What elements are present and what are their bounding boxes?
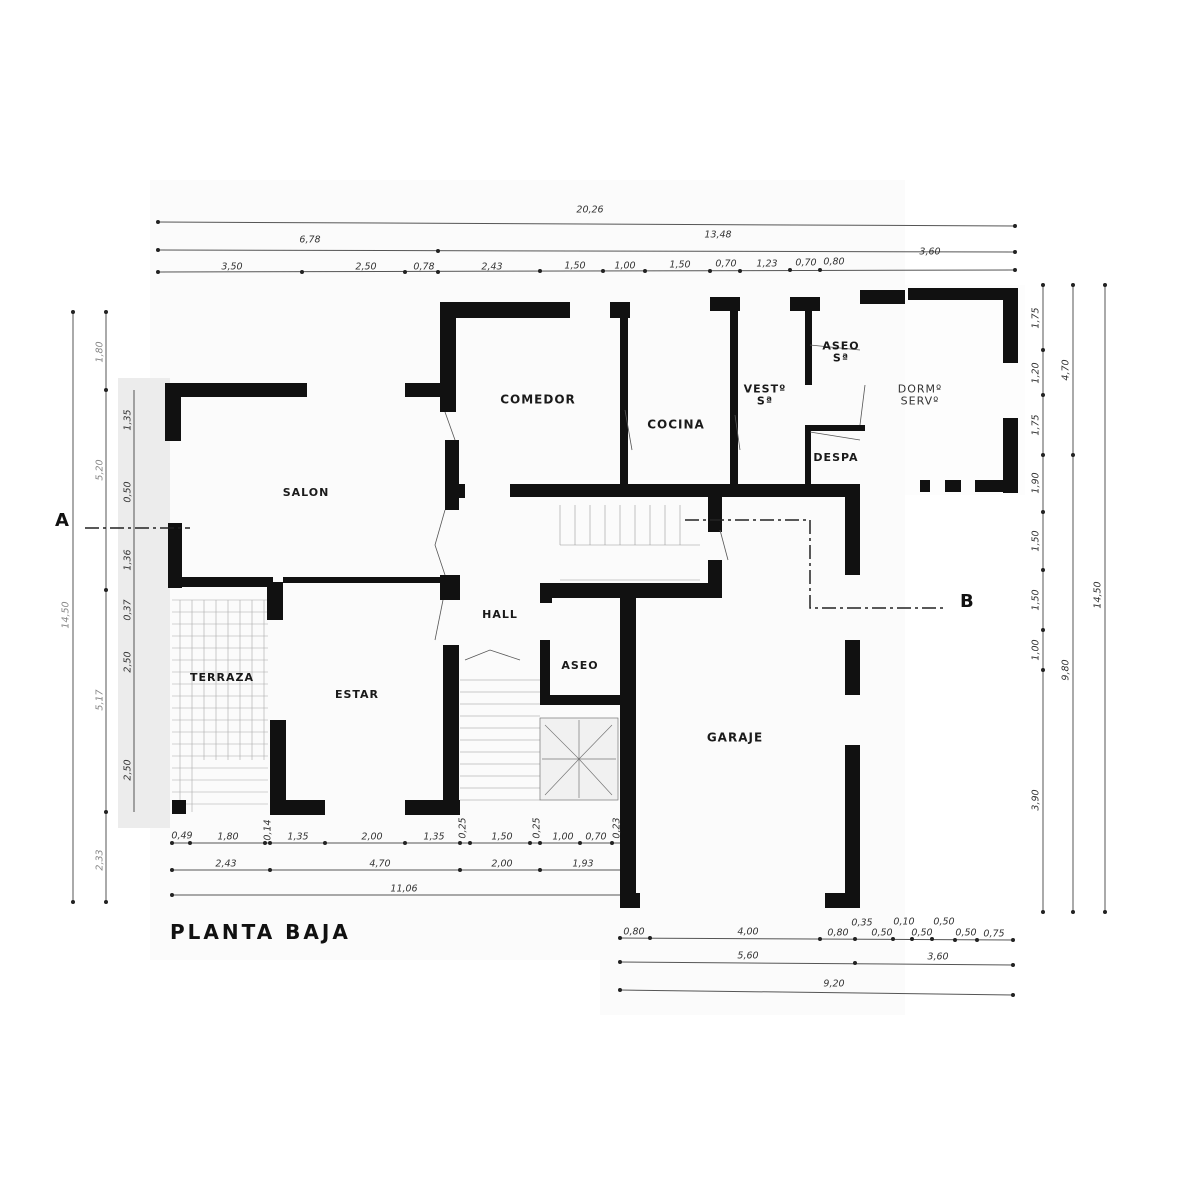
dim-bottom-right-row2: 5,60 <box>737 950 759 962</box>
dim-top-row3: 2,50 <box>355 261 377 273</box>
dim-bottom-left-row1: 1,35 <box>287 831 309 843</box>
room-label-cocina: COCINA <box>647 417 705 432</box>
dim-bottom-right-row1: 0,50 <box>955 927 977 939</box>
dim-left-inner: 1,36 <box>122 549 134 571</box>
dim-left-row2: 2,33 <box>94 849 106 871</box>
room-label-dormitorio-servicio: DORMº SERVº <box>897 382 943 407</box>
dim-top-row2: 13,48 <box>704 229 732 241</box>
dim-top-row3: 0,78 <box>413 261 435 273</box>
dim-right-row1: 3,90 <box>1030 789 1042 811</box>
section-marker-b: B <box>960 591 974 612</box>
dim-top-row2: 6,78 <box>299 234 321 246</box>
dim-bottom-left-row1: 1,35 <box>423 831 445 843</box>
dim-bottom-right-row1: 4,00 <box>737 926 759 938</box>
dim-left-inner: 1,35 <box>122 409 134 431</box>
dim-bottom-right-row1: 0,10 <box>893 916 915 928</box>
dim-top-row3: 0,70 <box>715 258 737 270</box>
dim-bottom-left-row1: 0,49 <box>171 830 193 842</box>
dim-bottom-left-row1: 2,00 <box>361 831 383 843</box>
dim-right-total: 14,50 <box>1092 581 1104 609</box>
dim-left-inner: 0,50 <box>122 481 134 503</box>
dim-bottom-right-row1: 0,75 <box>983 928 1005 940</box>
dim-right-row1: 1,50 <box>1030 530 1042 552</box>
dim-bottom-right-row1: 0,35 <box>851 917 873 929</box>
dim-bottom-left-row2: 2,43 <box>215 858 237 870</box>
dim-right-row2: 4,70 <box>1060 359 1072 381</box>
dim-bottom-left-row1: 0,23 <box>611 817 623 839</box>
room-label-garaje: GARAJE <box>706 730 764 745</box>
dim-right-row1: 1,75 <box>1030 307 1042 329</box>
dim-top-row3: 3,50 <box>221 261 243 273</box>
terrace-tile-hatch <box>172 599 268 812</box>
dim-top-row3: 0,70 <box>795 257 817 269</box>
drawing-sheet-left-strip <box>118 378 170 828</box>
dim-left-row2: 1,80 <box>94 341 106 363</box>
dim-left-row2: 5,17 <box>94 689 106 711</box>
section-cut-lines <box>85 519 945 609</box>
dim-bottom-right-row1: 0,80 <box>827 927 849 939</box>
drawing-sheet-bottom-right <box>600 905 905 1015</box>
dim-top-row3: 0,80 <box>823 256 845 268</box>
dim-bottom-right-row1: 0,80 <box>623 926 645 938</box>
dim-left-inner: 2,50 <box>122 651 134 673</box>
room-label-despensa: DESPA <box>813 451 859 465</box>
walls <box>165 288 1018 908</box>
dim-left-inner: 0,37 <box>122 599 134 621</box>
dim-top-row3: 2,43 <box>481 261 503 273</box>
dim-bottom-left-row1: 0,70 <box>585 831 607 843</box>
room-label-hall: HALL <box>482 608 518 622</box>
door-swings <box>434 344 866 661</box>
dim-bottom-right-total: 9,20 <box>823 978 845 990</box>
room-label-comedor: COMEDOR <box>500 392 576 407</box>
dim-right-row1: 1,75 <box>1030 414 1042 436</box>
dim-left-total: 14,50 <box>60 601 72 629</box>
dim-top-row3: 1,50 <box>564 260 586 272</box>
dim-right-row1: 1,00 <box>1030 639 1042 661</box>
entrance-steps-hatch <box>460 679 540 801</box>
dim-bottom-left-row1: 1,00 <box>552 831 574 843</box>
room-label-aseo-servicio: ASEO Sª <box>822 339 860 364</box>
dim-top-total: 20,26 <box>576 204 604 216</box>
dim-bottom-left-row1: 1,50 <box>491 831 513 843</box>
dim-bottom-right-row1: 0,50 <box>911 927 933 939</box>
dimension-lines <box>72 221 1106 996</box>
dim-bottom-left-row1: 0,25 <box>531 817 543 839</box>
dim-right-row2: 9,80 <box>1060 659 1072 681</box>
dim-bottom-left-row1: 0,14 <box>262 819 274 841</box>
dim-bottom-left-row1: 1,80 <box>217 831 239 843</box>
dim-right-row1: 1,20 <box>1030 362 1042 384</box>
dim-right-row1: 1,90 <box>1030 472 1042 494</box>
dim-top-row3: 1,23 <box>756 258 778 270</box>
garden-planter <box>539 717 619 801</box>
dimension-ticks <box>71 220 1107 997</box>
dim-bottom-right-row1: 0,50 <box>871 927 893 939</box>
section-marker-a: A <box>55 510 69 531</box>
dim-bottom-left-row2: 4,70 <box>369 858 391 870</box>
room-label-aseo: ASEO <box>561 659 599 673</box>
room-label-vestibulo-servicio: VESTº Sª <box>743 382 787 407</box>
plan-title: PLANTA BAJA <box>170 920 351 944</box>
room-label-salon: SALON <box>282 486 330 500</box>
dim-right-row1: 1,50 <box>1030 589 1042 611</box>
room-label-terraza: TERRAZA <box>190 671 254 685</box>
dim-bottom-right-row2: 3,60 <box>927 951 949 963</box>
dim-bottom-right-row1: 0,50 <box>933 916 955 928</box>
dim-left-inner: 2,50 <box>122 759 134 781</box>
dim-top-row2: 3,60 <box>919 246 941 258</box>
dim-left-row2: 5,20 <box>94 459 106 481</box>
dim-top-row3: 1,00 <box>614 260 636 272</box>
dim-bottom-left-row2: 1,93 <box>572 858 594 870</box>
stair-hatch <box>559 505 700 581</box>
dim-top-row3: 1,50 <box>669 259 691 271</box>
dim-bottom-left-row1: 0,25 <box>457 817 469 839</box>
room-label-estar: ESTAR <box>334 688 380 702</box>
dim-bottom-left-total: 11,06 <box>390 883 418 895</box>
dim-bottom-left-row2: 2,00 <box>491 858 513 870</box>
